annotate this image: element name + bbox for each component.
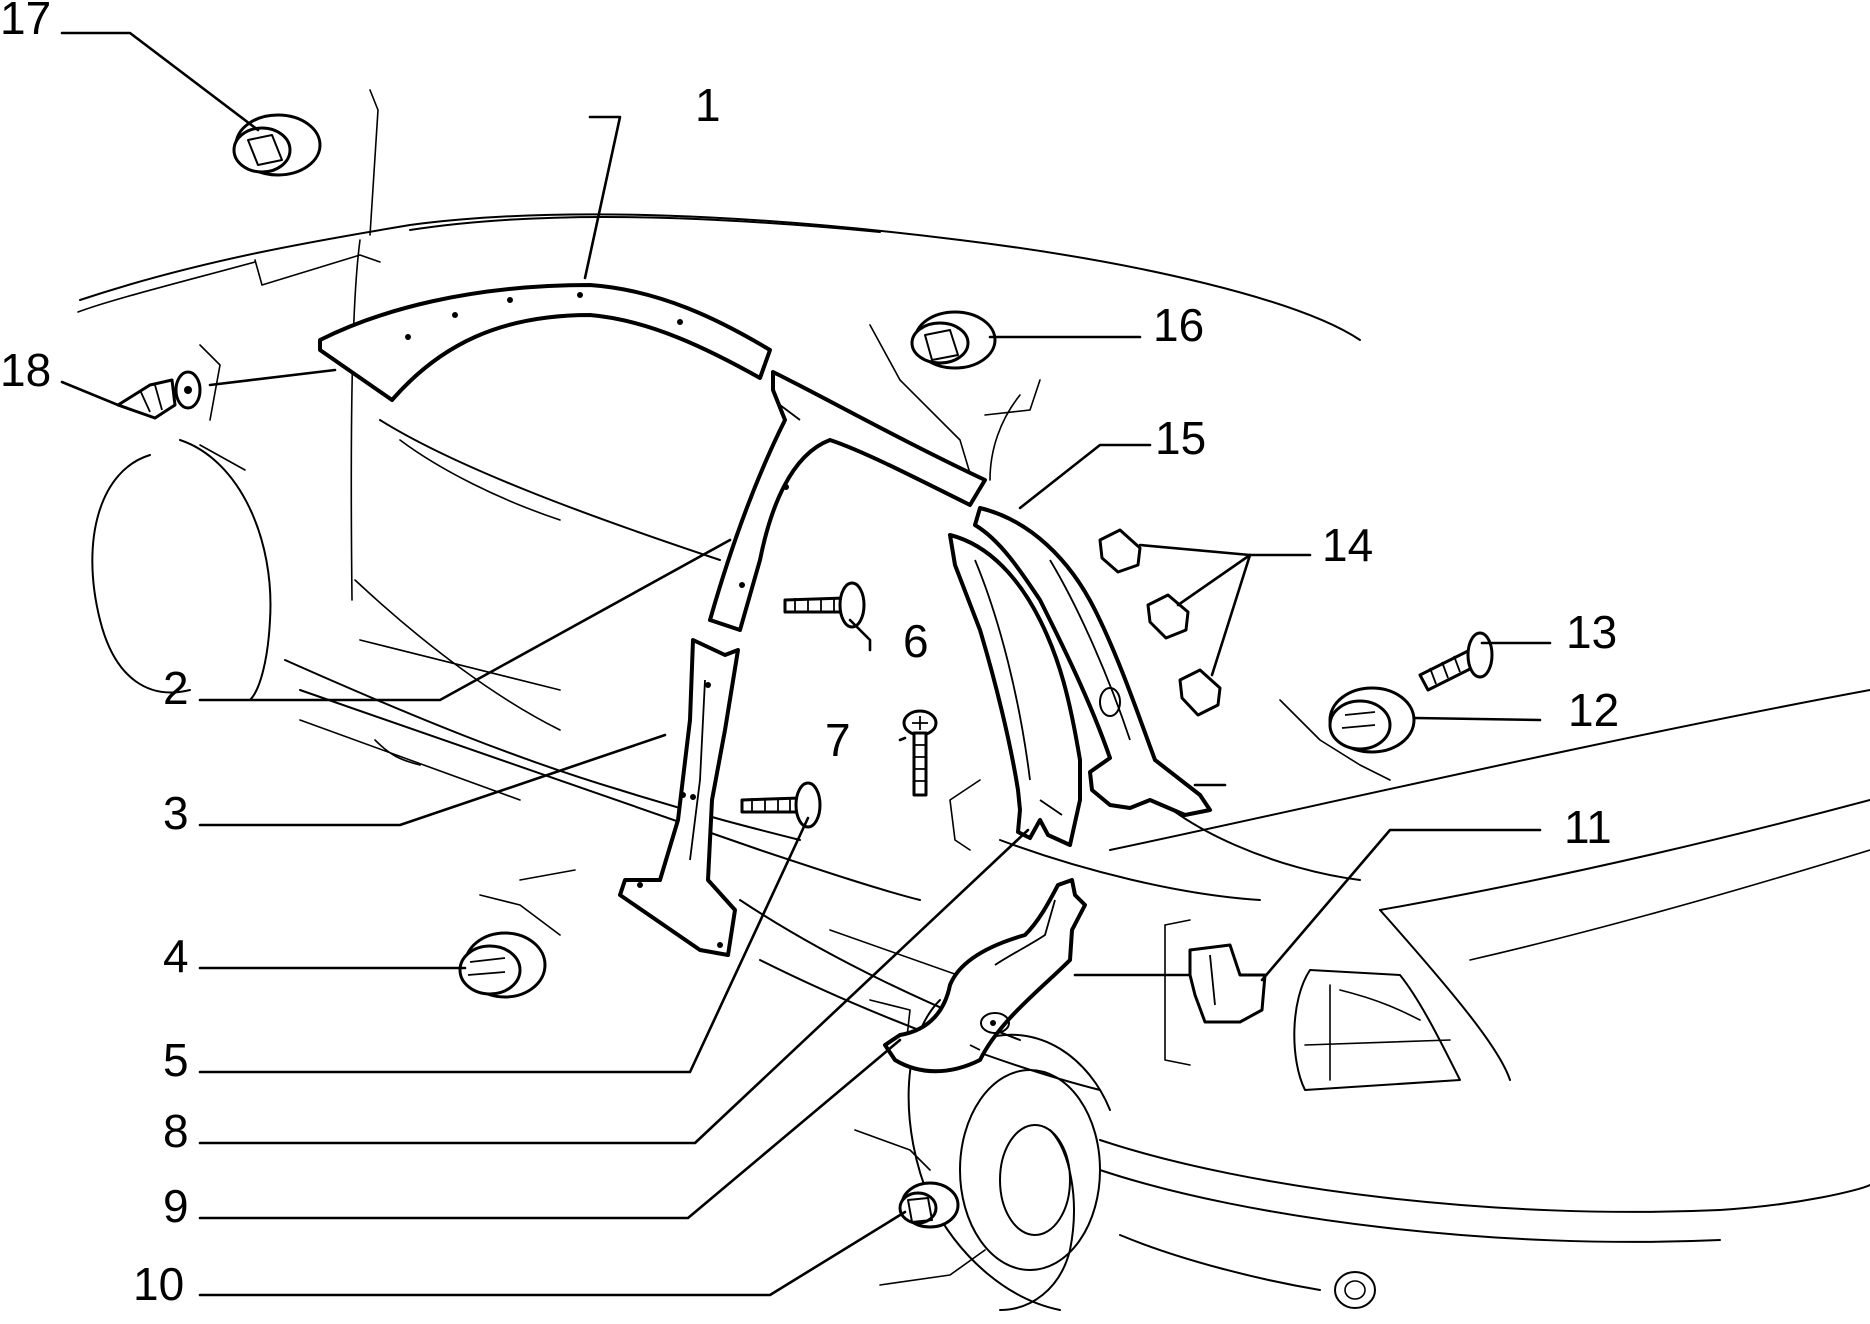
callout-12: 12	[1568, 684, 1619, 736]
callout-9: 9	[163, 1180, 189, 1232]
fastener-13-screw	[1418, 631, 1494, 692]
callout-6: 6	[903, 615, 929, 667]
part-15-c-pillar-trim	[973, 506, 1212, 817]
part-9-wheelarch-trim	[883, 878, 1087, 1074]
callout-3: 3	[163, 787, 189, 839]
callout-18: 18	[0, 344, 51, 396]
part-3-b-pillar-lower-trim	[618, 638, 740, 957]
fastener-10-push-clip	[898, 1181, 960, 1229]
fastener-5-screw	[740, 781, 822, 829]
part-2-b-pillar-upper-trim	[708, 370, 987, 632]
leader-lines	[60, 31, 1552, 1297]
fastener-17-push-clip	[232, 113, 322, 177]
callout-15: 15	[1155, 412, 1206, 464]
callout-labels: 17 1 18 16 15 14 13 12 11 6 7 2 3 4 5 8 …	[0, 0, 1619, 1310]
callout-7: 7	[825, 714, 851, 766]
fastener-11-retaining-clip	[1188, 943, 1267, 1024]
callout-2: 2	[163, 662, 189, 714]
callout-14: 14	[1322, 519, 1373, 571]
callout-8: 8	[163, 1105, 189, 1157]
callout-1: 1	[695, 79, 721, 131]
fastener-4-grommet	[458, 931, 547, 999]
part-8-c-pillar-inner-trim	[948, 533, 1082, 847]
fastener-18-fir-tree-clip	[116, 370, 202, 420]
fastener-12-grommet	[1328, 686, 1416, 754]
callout-5: 5	[163, 1034, 189, 1086]
callout-11: 11	[1564, 801, 1612, 853]
callout-17: 17	[0, 0, 51, 44]
fastener-7-screw	[902, 709, 938, 797]
callout-10: 10	[133, 1258, 184, 1310]
fastener-6-screw	[783, 581, 866, 629]
fastener-16-push-clip	[910, 310, 997, 370]
callout-13: 13	[1566, 606, 1617, 658]
car-body-outline	[77, 89, 1870, 1311]
callout-4: 4	[163, 930, 189, 982]
callout-16: 16	[1153, 299, 1204, 351]
part-1-roof-rail-trim	[318, 283, 772, 402]
